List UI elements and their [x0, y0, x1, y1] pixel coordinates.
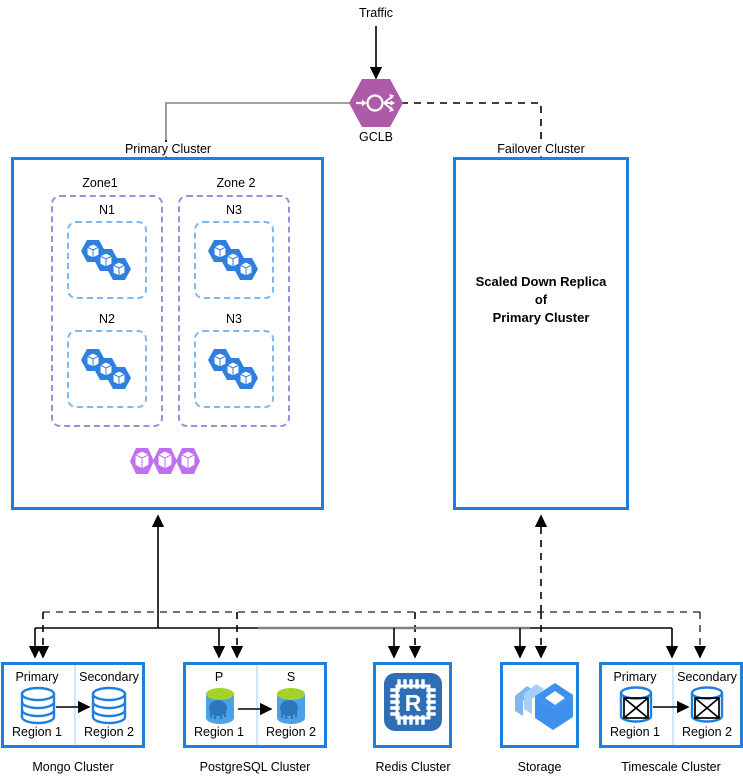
- zone-label-2: Zone 2: [216, 176, 256, 190]
- failover-cluster-label: Failover Cluster: [481, 142, 601, 157]
- redis-icon: R: [384, 673, 442, 731]
- node-box-n3b[interactable]: [194, 330, 274, 408]
- pods-purple-icon: [130, 448, 200, 474]
- postgresql-icon: [206, 688, 305, 724]
- datastore-caption-postgresql: PostgreSQL Cluster: [199, 760, 311, 774]
- node-box-n3a[interactable]: [194, 221, 274, 299]
- datastore-timescale[interactable]: Primary Secondary Region 1 Region 2: [599, 662, 743, 748]
- primary-cluster-label: Primary Cluster: [108, 142, 228, 157]
- datastore-caption-mongo: Mongo Cluster: [32, 760, 114, 774]
- node-label-3: N3: [226, 203, 242, 217]
- node-box-n2[interactable]: [67, 330, 147, 408]
- postgres-left-role: P: [214, 670, 224, 684]
- pods-icon: [208, 349, 258, 389]
- timescale-icon: [619, 686, 724, 723]
- zone-label-1: Zone1: [82, 176, 118, 190]
- timescale-right-region: Region 2: [681, 725, 733, 739]
- extra-pods[interactable]: [128, 446, 204, 486]
- datastore-caption-storage: Storage: [517, 760, 562, 774]
- failover-body-line-2: of: [534, 292, 548, 307]
- timescale-left-region: Region 1: [609, 725, 661, 739]
- load-balancer-icon: [349, 79, 403, 127]
- svg-text:R: R: [405, 690, 422, 716]
- node-label-1: N1: [99, 203, 115, 217]
- gclb-label: GCLB: [358, 130, 394, 144]
- postgres-right-role: S: [286, 670, 296, 684]
- datastore-mongo[interactable]: Primary Secondary Region 1 Region 2: [1, 662, 145, 748]
- datastore-caption-redis: Redis Cluster: [375, 760, 451, 774]
- mongo-left-role: Primary: [15, 670, 59, 684]
- postgres-divider: [256, 665, 258, 745]
- timescale-left-role: Primary: [613, 670, 657, 684]
- node-label-2: N2: [99, 312, 115, 326]
- failover-body-line-3: Primary Cluster: [492, 310, 590, 325]
- pods-icon: [81, 349, 131, 389]
- postgres-left-region: Region 1: [193, 725, 245, 739]
- database-icon: [20, 686, 127, 725]
- node-label-4: N3: [226, 312, 242, 326]
- datastore-caption-timescale: Timescale Cluster: [621, 760, 721, 774]
- timescale-divider: [672, 665, 674, 745]
- zone-box-2[interactable]: [178, 195, 290, 427]
- datastore-redis[interactable]: R: [373, 662, 452, 748]
- mongo-right-role: Secondary: [79, 670, 139, 684]
- node-box-n1[interactable]: [67, 221, 147, 299]
- storage-icon: [515, 683, 573, 730]
- pods-icon: [81, 240, 131, 280]
- postgres-right-region: Region 2: [265, 725, 317, 739]
- datastore-storage[interactable]: [500, 662, 579, 748]
- timescale-right-role: Secondary: [677, 670, 737, 684]
- zone-box-1[interactable]: [51, 195, 163, 427]
- failover-cluster-box[interactable]: Scaled Down Replica of Primary Cluster: [453, 157, 629, 510]
- datastore-postgresql[interactable]: P S Region 1 Region 2: [183, 662, 327, 748]
- traffic-label: Traffic: [358, 6, 394, 20]
- mongo-divider: [74, 665, 76, 745]
- pods-icon: [208, 240, 258, 280]
- mongo-right-region: Region 2: [83, 725, 135, 739]
- mongo-left-region: Region 1: [11, 725, 63, 739]
- failover-body-line-1: Scaled Down Replica: [475, 274, 607, 289]
- gclb-node[interactable]: [348, 78, 404, 128]
